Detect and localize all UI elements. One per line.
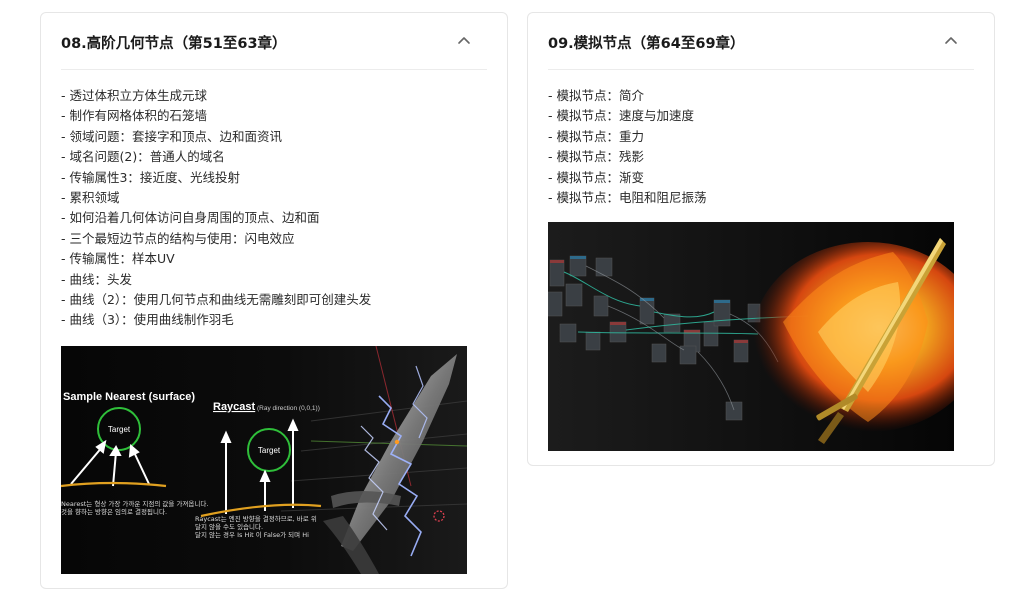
target-circle bbox=[247, 428, 291, 472]
label-raycast: Raycast bbox=[213, 401, 256, 413]
section-title: 08.高阶几何节点（第51至63章） bbox=[61, 36, 287, 52]
preview-image-raycast: Sample Nearest (surface) Target Nearest는… bbox=[61, 346, 467, 574]
chapter-list: 透过体积立方体生成元球 制作有网格体积的石笼墙 领域问题：套接字和顶点、边和面资… bbox=[61, 86, 371, 331]
label-sample-nearest: Sample Nearest (surface) bbox=[63, 391, 195, 403]
caption-nearest-1: Nearest는 형상 가장 가까운 지점의 값을 가져옵니다. bbox=[61, 499, 208, 508]
list-item: 传输属性3：接近度、光线投射 bbox=[61, 168, 371, 188]
label-raycast-direction: (Ray direction (0,0,1)) bbox=[257, 405, 320, 412]
target-label: Target bbox=[258, 446, 281, 455]
card-header[interactable]: 08.高阶几何节点（第51至63章） bbox=[61, 13, 487, 70]
preview-image-flame-sword bbox=[548, 222, 954, 451]
list-item: 曲线（2）：使用几何节点和曲线无需雕刻即可创建头发 bbox=[61, 290, 371, 310]
list-item: 域名问题(2)：普通人的域名 bbox=[61, 147, 371, 167]
list-item: 模拟节点：重力 bbox=[548, 127, 707, 147]
list-item: 三个最短边节点的结构与使用：闪电效应 bbox=[61, 229, 371, 249]
target-label: Target bbox=[108, 425, 131, 434]
caption-raycast-2: 달지 않을 수도 있습니다. bbox=[195, 522, 263, 531]
caption-nearest-2: 것을 향하는 방향은 임의로 결정됩니다. bbox=[61, 507, 167, 516]
list-item: 透过体积立方体生成元球 bbox=[61, 86, 371, 106]
list-item: 模拟节点：残影 bbox=[548, 147, 707, 167]
chevron-up-icon bbox=[458, 37, 470, 44]
list-item: 累积领域 bbox=[61, 188, 371, 208]
caption-raycast-3: 달지 않는 경우 Is Hit 이 False가 되며 Hi bbox=[195, 530, 309, 539]
target-circle bbox=[97, 407, 141, 451]
collapse-button[interactable] bbox=[453, 29, 475, 51]
list-item: 曲线（3）：使用曲线制作羽毛 bbox=[61, 310, 371, 330]
section-title: 09.模拟节点（第64至69章） bbox=[548, 36, 745, 52]
course-section-card-09: 09.模拟节点（第64至69章） 模拟节点：简介 模拟节点：速度与加速度 模拟节… bbox=[527, 12, 995, 466]
list-item: 如何沿着几何体访问自身周围的顶点、边和面 bbox=[61, 208, 371, 228]
chevron-up-icon bbox=[945, 37, 957, 44]
caption-raycast-1: Raycast는 엔진 방향을 결정하므로, 바로 위 bbox=[195, 514, 317, 523]
list-item: 模拟节点：渐变 bbox=[548, 168, 707, 188]
list-item: 传输属性：样本UV bbox=[61, 249, 371, 269]
list-item: 模拟节点：速度与加速度 bbox=[548, 106, 707, 126]
chapter-list: 模拟节点：简介 模拟节点：速度与加速度 模拟节点：重力 模拟节点：残影 模拟节点… bbox=[548, 86, 707, 208]
list-item: 制作有网格体积的石笼墙 bbox=[61, 106, 371, 126]
list-item: 模拟节点：电阻和阻尼振荡 bbox=[548, 188, 706, 208]
list-item: 领域问题：套接字和顶点、边和面资讯 bbox=[61, 127, 371, 147]
course-section-card-08: 08.高阶几何节点（第51至63章） 透过体积立方体生成元球 制作有网格体积的石… bbox=[40, 12, 508, 589]
card-header[interactable]: 09.模拟节点（第64至69章） bbox=[548, 13, 974, 70]
collapse-button[interactable] bbox=[940, 29, 962, 51]
list-item: 曲线：头发 bbox=[61, 270, 371, 290]
list-item: 模拟节点：简介 bbox=[548, 86, 707, 106]
